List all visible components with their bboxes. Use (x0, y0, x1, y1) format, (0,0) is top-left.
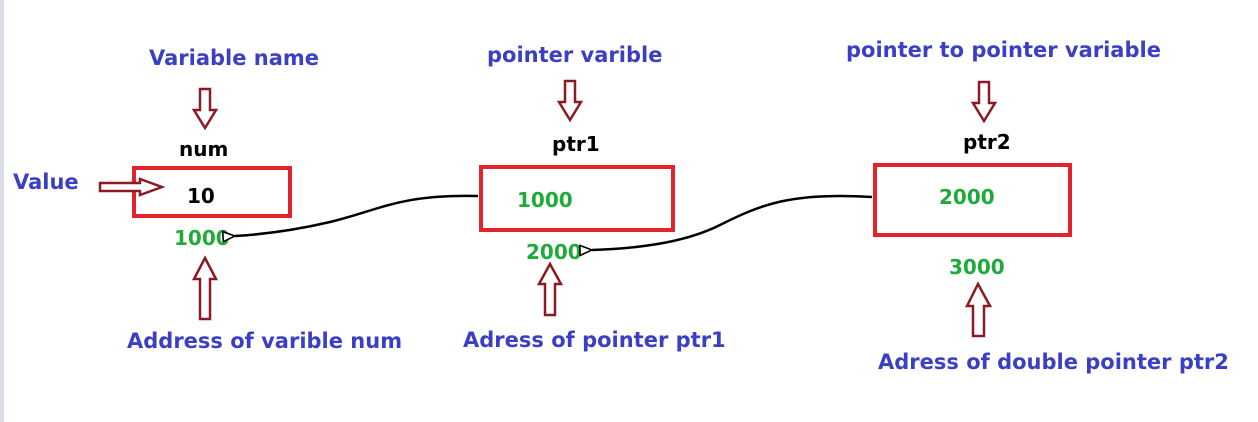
up-arrow-icon (191, 255, 219, 321)
down-arrow-icon (556, 79, 584, 123)
connector-ptr1-to-num (235, 194, 479, 236)
memory-box-ptr2 (873, 163, 1072, 237)
right-arrow-icon (98, 177, 166, 197)
label-address-ptr1: Adress of pointer ptr1 (463, 328, 726, 352)
left-edge-strip (0, 0, 4, 422)
label-value: Value (13, 170, 79, 194)
value-ptr1: 1000 (517, 188, 573, 212)
up-arrow-icon (964, 281, 993, 338)
down-arrow-icon (970, 80, 998, 124)
address-num: 1000 (174, 226, 230, 250)
value-num: 10 (187, 184, 215, 208)
down-arrow-icon (191, 87, 219, 131)
memory-box-ptr1 (479, 165, 675, 232)
label-pointer-to-pointer: pointer to pointer variable (846, 38, 1161, 62)
up-arrow-icon (536, 261, 564, 317)
label-address-ptr2: Adress of double pointer ptr2 (878, 350, 1229, 374)
address-ptr1: 2000 (526, 240, 582, 264)
label-address-num: Address of varible num (127, 329, 403, 353)
value-ptr2: 2000 (939, 185, 995, 209)
memory-box-num (132, 166, 292, 218)
label-pointer-variable: pointer varible (487, 43, 663, 67)
address-ptr2: 3000 (949, 255, 1005, 279)
label-variable-name: Variable name (149, 46, 320, 70)
var-name-ptr1: ptr1 (552, 132, 600, 156)
var-name-num: num (179, 137, 229, 161)
var-name-ptr2: ptr2 (963, 130, 1011, 154)
connector-ptr2-to-ptr1 (592, 194, 873, 250)
